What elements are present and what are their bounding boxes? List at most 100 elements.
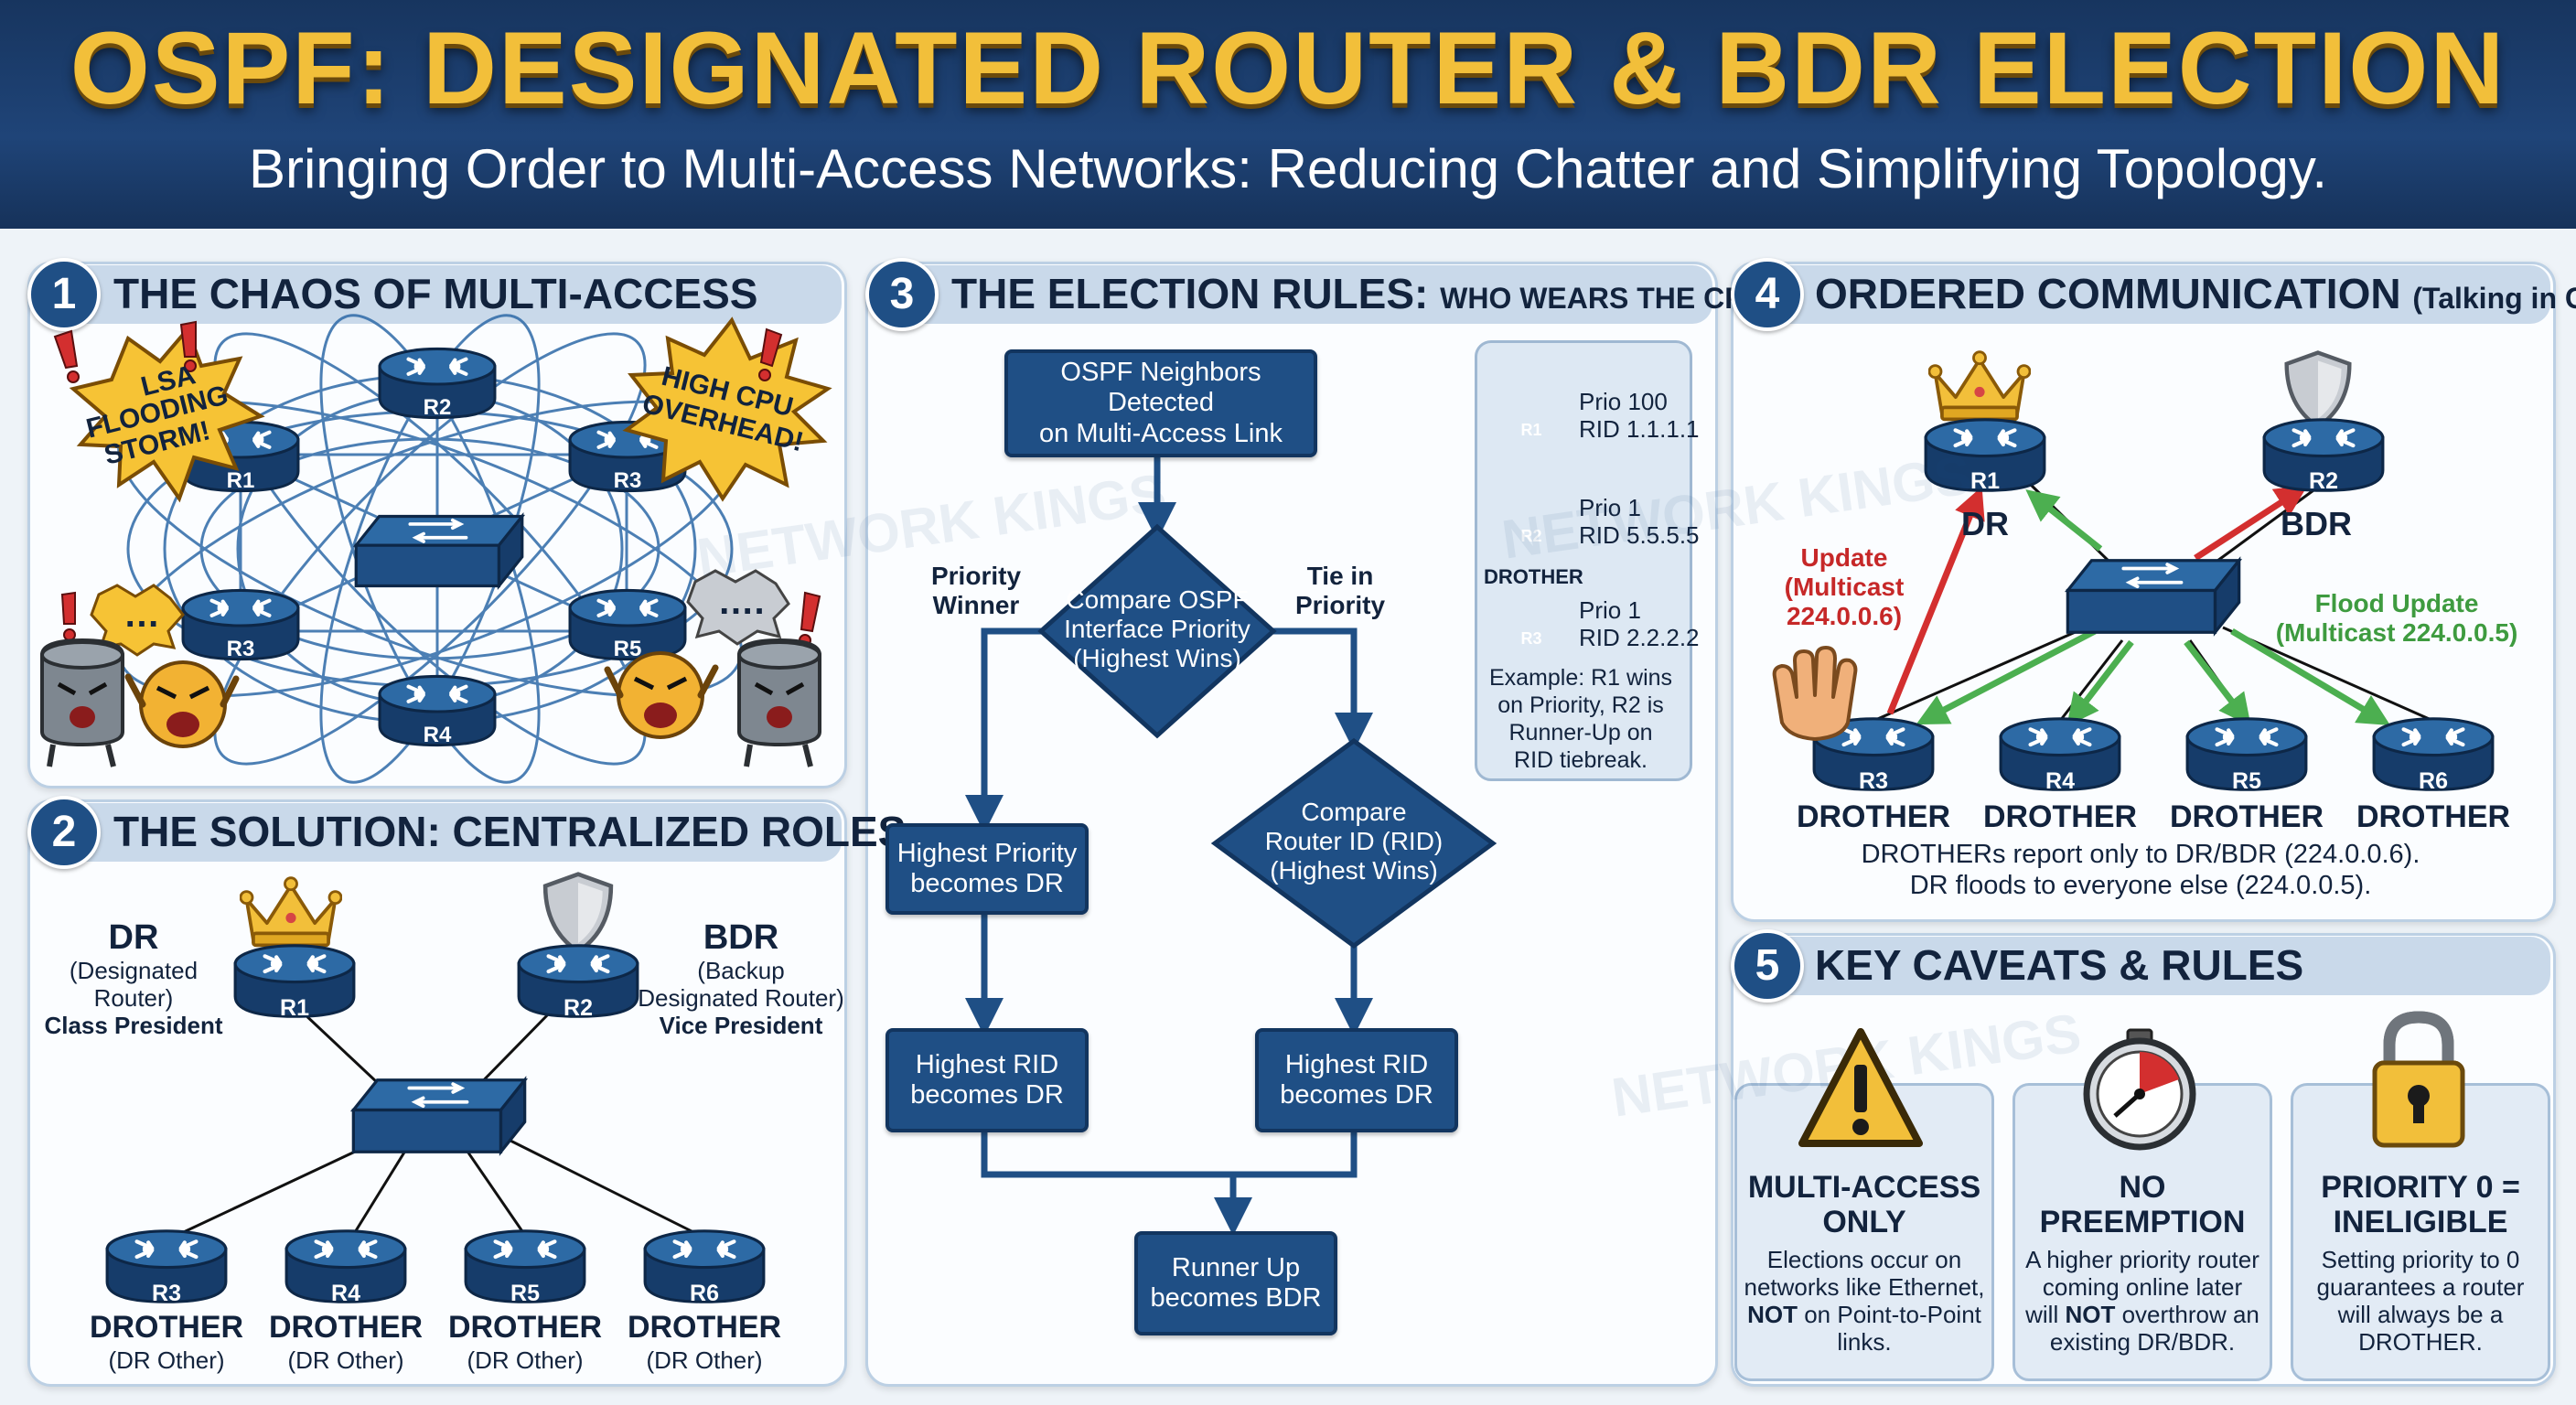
legend-drother-label: DROTHER: [1484, 565, 1583, 588]
example-line2: on Priority, R2 is: [1497, 692, 1664, 718]
legend-example-text: Example: R1 wins on Priority, R2 is Runn…: [1476, 664, 1685, 774]
chaos-r4-label: R4: [423, 723, 452, 747]
ordered-r6-label: R6: [2419, 768, 2448, 794]
angry-face-left-icon: [124, 660, 240, 748]
panel4-title-main: ORDERED COMMUNICATION: [1815, 270, 2401, 317]
caveat1-t3: on Point-to-Point: [1798, 1300, 1981, 1328]
caveat3-heading: PRIORITY 0 = INELIGIBLE: [2293, 1170, 2548, 1239]
caveat3-text: Setting priority to 0 guarantees a route…: [2293, 1246, 2548, 1357]
decision2-line1: Compare: [1301, 798, 1407, 826]
ordered-footer-line2: DR floods to everyone else (224.0.0.5).: [1909, 871, 2372, 900]
left-branch-line2: Winner: [932, 591, 1020, 620]
box-bdr-line2: becomes BDR: [1150, 1283, 1322, 1313]
flood-arrows-green: [1916, 489, 2391, 726]
dr-role-title: Class President: [44, 1012, 223, 1039]
caveat3-h2: INELIGIBLE: [2333, 1205, 2508, 1240]
decision2-line2: Router ID (RID): [1264, 827, 1444, 856]
flood-multicast-label: Flood Update (Multicast 224.0.0.5): [2259, 589, 2534, 648]
dr-role-desc1: (Designated: [69, 957, 199, 984]
bdr-role-name: BDR: [703, 918, 779, 957]
caveat3-t3: will always be a: [2337, 1300, 2504, 1328]
caveat1-t1: Elections occur on: [1766, 1246, 1962, 1273]
legend-r2-prio: Prio 1: [1579, 494, 1641, 521]
panel2-title: THE SOLUTION: CENTRALIZED ROLES: [113, 808, 907, 855]
box-prio-line2: becomes DR: [910, 869, 1064, 898]
flow-decision1-text: Compare OSPF Interface Priority (Highest…: [1050, 585, 1264, 674]
flow-start-line1: OSPF Neighbors Detected: [1060, 357, 1261, 418]
bubble-right-icon: [686, 569, 790, 646]
legend-r2-rid: RID 5.5.5.5: [1579, 521, 1700, 549]
box-bdr-line1: Runner Up: [1171, 1252, 1301, 1282]
flood-line2: (Multicast 224.0.0.5): [2275, 618, 2518, 648]
panel2-number: 2: [27, 796, 101, 869]
panel2-title-bar: [57, 803, 842, 862]
ordered-drother-r3: DROTHER: [1796, 799, 1951, 834]
ordered-r5-label: R5: [2232, 768, 2261, 794]
caveat1-not: NOT: [1747, 1300, 1798, 1328]
caveat2-t3: overthrow an: [2115, 1300, 2259, 1328]
caveat1-heading: MULTI-ACCESS ONLY: [1737, 1170, 1991, 1239]
dr-crown-icon: [240, 875, 342, 948]
page-subtitle: Bringing Order to Multi-Access Networks:…: [248, 138, 2328, 199]
caveat2-text: A higher priority router coming online l…: [2015, 1246, 2270, 1357]
caveat1-text: Elections occur on networks like Etherne…: [1737, 1246, 1991, 1357]
panel1-title: THE CHAOS OF MULTI-ACCESS: [113, 270, 758, 317]
caveat-multi-access: MULTI-ACCESS ONLY Elections occur on net…: [1734, 1083, 1994, 1381]
caveat1-t3-line: NOT on Point-to-Point: [1737, 1300, 1991, 1329]
ordered-r4-label: R4: [2045, 768, 2075, 794]
caveat-no-preemption: NO PREEMPTION A higher priority router c…: [2012, 1083, 2272, 1381]
caveat2-t2: coming online later: [2042, 1272, 2243, 1301]
solution-drother-r5-sub: (DR Other): [467, 1346, 584, 1374]
chaos-switch-icon: [354, 514, 524, 588]
panel4-number: 4: [1731, 258, 1804, 331]
ordered-switch-icon: [2066, 558, 2241, 635]
decision1-line1: Compare OSPF: [1066, 585, 1249, 614]
solution-r2-label: R2: [564, 995, 593, 1021]
decision2-line3: (Highest Wins): [1270, 856, 1438, 885]
box-prio-line1: Highest Priority: [896, 838, 1078, 868]
legend-r3-rid: RID 2.2.2.2: [1579, 624, 1700, 651]
decision1-line2: Interface Priority: [1064, 615, 1250, 644]
legend-r2-label: R2: [1520, 527, 1542, 545]
solution-drother-r5: DROTHER: [447, 1310, 603, 1345]
ordered-footer-line1: DROTHERs report only to DR/BDR (224.0.0.…: [1861, 840, 2420, 869]
box-rid-left-line1: Highest RID: [915, 1049, 1059, 1079]
caveat3-t4: DROTHER.: [2358, 1327, 2483, 1356]
example-line4: RID tiebreak.: [1514, 747, 1648, 773]
caveat2-heading: NO PREEMPTION: [2015, 1170, 2270, 1239]
dr-role-name: DR: [108, 918, 159, 957]
ordered-shield-icon: [2287, 353, 2350, 427]
ordered-r2-label: R2: [2309, 468, 2338, 494]
panel5-title: KEY CAVEATS & RULES: [1815, 941, 2304, 989]
update-line1: Update: [1800, 543, 1888, 572]
caveat2-t1: A higher priority router: [2025, 1246, 2259, 1273]
alert-marks: [53, 320, 821, 647]
caveat2-t4: existing DR/BDR.: [2049, 1327, 2236, 1356]
left-branch-line1: Priority: [930, 562, 1022, 590]
solution-r3-label: R3: [152, 1281, 181, 1306]
solution-drother-r6-sub: (DR Other): [646, 1346, 763, 1374]
solution-r5-label: R5: [510, 1281, 540, 1306]
dr-role-desc2: Router): [93, 984, 174, 1012]
caveat-priority-zero: PRIORITY 0 = INELIGIBLE Setting priority…: [2291, 1083, 2550, 1381]
solution-drother-r4-sub: (DR Other): [287, 1346, 404, 1374]
flow-start-line2: on Multi-Access Link: [1039, 418, 1283, 448]
bdr-role-title: Vice President: [659, 1012, 823, 1039]
panel4-title-bar: [1760, 265, 2550, 324]
caveat3-h1: PRIORITY 0 =: [2321, 1170, 2520, 1205]
solution-r6-label: R6: [690, 1281, 719, 1306]
update-arrows-red: [1886, 485, 2308, 715]
chaos-r3b-label: R3: [226, 637, 255, 661]
panel1-title-bar: [57, 265, 842, 324]
chaos-r2-label: R2: [423, 395, 452, 420]
caveat3-t1: Setting priority to 0: [2321, 1246, 2520, 1273]
bubble-right-text: ….: [717, 582, 765, 622]
raised-hand-icon: [1772, 646, 1858, 741]
legend-r1-prio: Prio 100: [1579, 388, 1668, 415]
chaos-r5-label: R5: [613, 637, 642, 661]
panel5-number: 5: [1731, 929, 1804, 1003]
angry-server-right-icon: [737, 638, 821, 767]
example-line3: Runner-Up on: [1508, 720, 1653, 745]
ordered-r1-label: R1: [1970, 468, 2000, 494]
